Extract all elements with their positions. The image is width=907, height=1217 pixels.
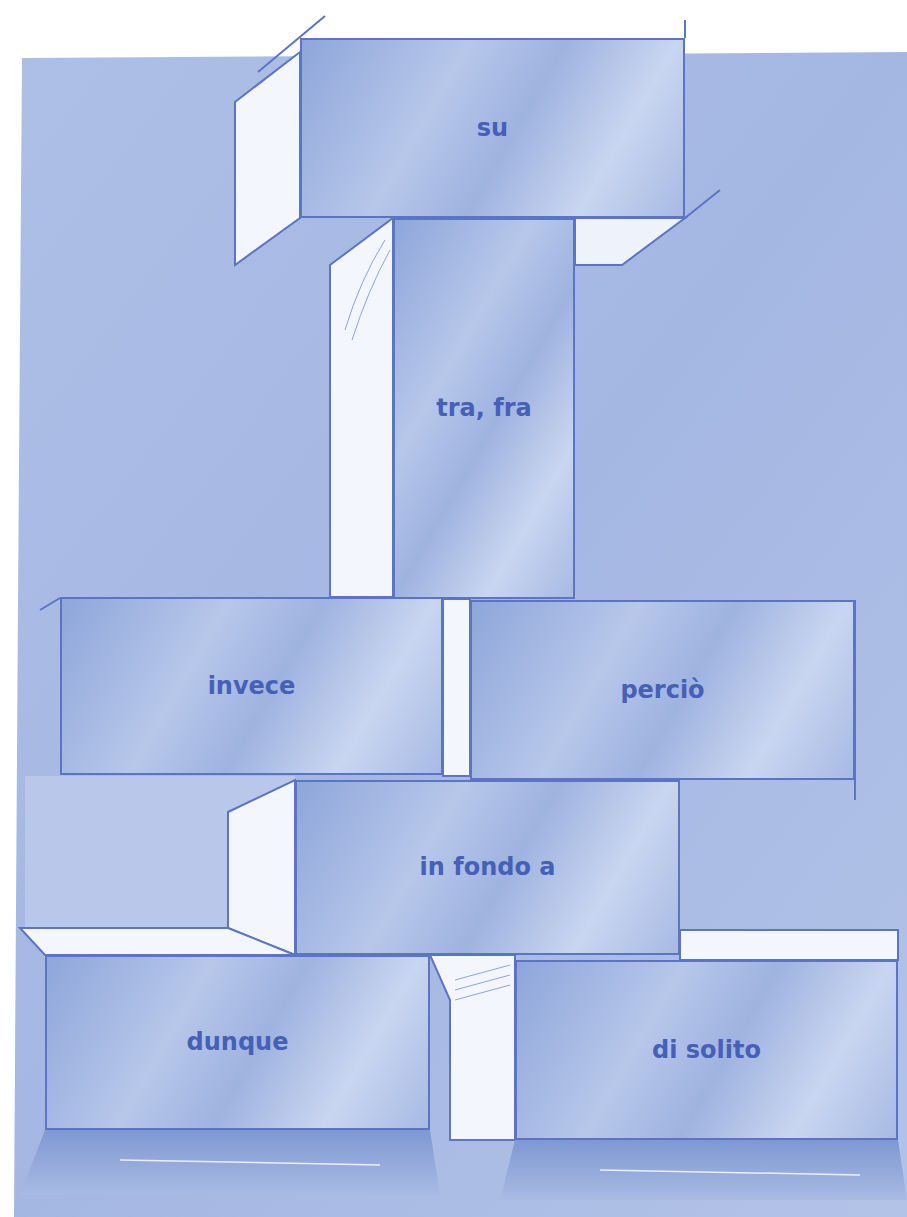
word-block: dunque — [45, 955, 430, 1130]
block-word: dunque — [187, 1028, 289, 1057]
word-block: invece — [60, 597, 443, 775]
block-word: perciò — [620, 676, 704, 705]
word-block: di solito — [515, 960, 898, 1140]
word-block: perciò — [470, 600, 855, 780]
block-word: su — [477, 114, 508, 143]
block-word: invece — [208, 672, 296, 701]
block-word: di solito — [652, 1036, 761, 1065]
word-block: tra, fra — [393, 218, 575, 599]
word-block: su — [300, 38, 685, 218]
block-word: in fondo a — [420, 853, 556, 882]
word-block: in fondo a — [295, 780, 680, 955]
block-word: tra, fra — [436, 394, 531, 423]
